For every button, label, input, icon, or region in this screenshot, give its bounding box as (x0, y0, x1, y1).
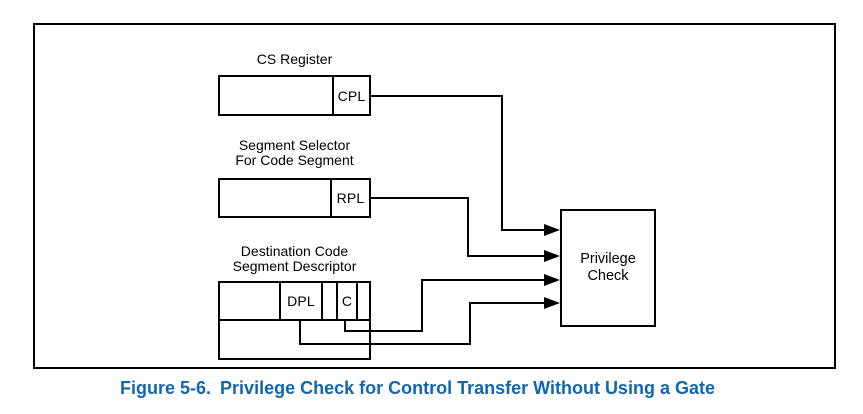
figure-caption-number: Figure 5-6. (120, 378, 212, 398)
figure-caption-title: Privilege Check for Control Transfer Wit… (220, 378, 715, 398)
privilege-check-box: Privilege Check (560, 209, 656, 327)
descriptor-upper-row-box: DPL C (218, 281, 371, 321)
segment-selector-box: RPL (218, 178, 371, 218)
segment-selector-title-line1: Segment Selector (238, 137, 351, 153)
cs-register-field-divider (332, 77, 334, 114)
cs-register-box: CPL (218, 75, 371, 116)
descriptor-title-line1: Destination Code (240, 243, 349, 259)
cs-register-title: CS Register (256, 51, 333, 67)
segment-selector-field-divider (330, 180, 332, 216)
diagram-border (33, 23, 836, 369)
rpl-field: RPL (336, 190, 365, 206)
descriptor-divider-2 (321, 283, 323, 319)
descriptor-lower-row-box (218, 319, 371, 360)
figure-caption: Figure 5-6. Privilege Check for Control … (0, 378, 849, 399)
cpl-field: CPL (337, 87, 366, 104)
segment-selector-title: Segment Selector For Code Segment (208, 138, 381, 168)
descriptor-divider-1 (279, 283, 281, 319)
privilege-check-label-line1: Privilege (580, 251, 636, 267)
segment-selector-title-line2: For Code Segment (235, 152, 354, 168)
descriptor-title: Destination Code Segment Descriptor (208, 244, 381, 274)
descriptor-title-line2: Segment Descriptor (232, 258, 357, 274)
descriptor-divider-3 (336, 283, 338, 319)
privilege-check-label-line2: Check (587, 268, 629, 284)
dpl-field: DPL (287, 293, 315, 309)
c-flag-field: C (341, 293, 353, 309)
